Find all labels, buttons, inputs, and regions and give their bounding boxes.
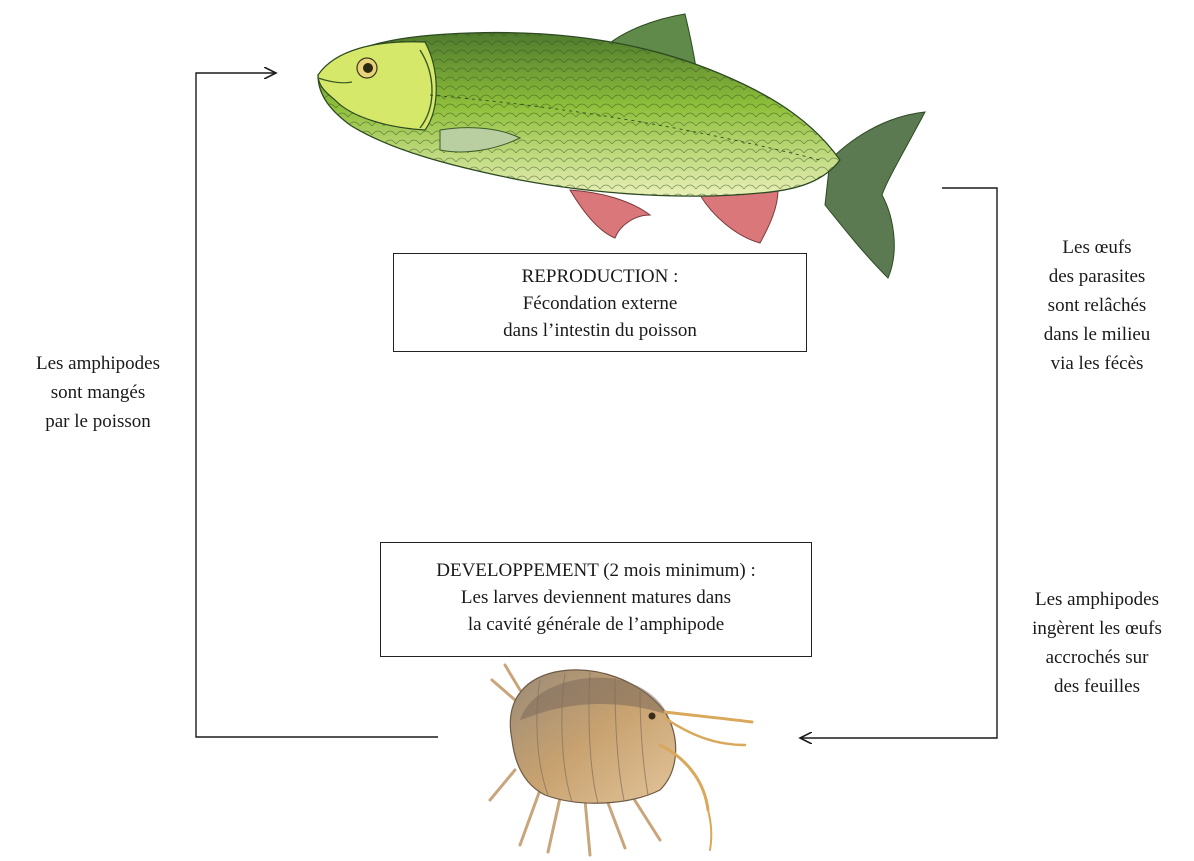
fish-head <box>318 42 436 130</box>
amphipod-antenna <box>665 712 752 722</box>
arrow-fish-to-amphipod <box>800 188 997 738</box>
amphipod-illustration <box>490 665 752 855</box>
label-line: des parasites <box>1000 262 1194 291</box>
label-line: dans le milieu <box>1000 320 1194 349</box>
fish-tail <box>825 112 925 278</box>
fish-pelvic-fin <box>570 190 650 238</box>
development-title: DEVELOPPEMENT (2 mois minimum) : <box>381 557 811 584</box>
fish-illustration <box>318 14 925 278</box>
label-eggs-released: Les œufs des parasites sont relâchés dan… <box>1000 233 1194 378</box>
label-line: sont relâchés <box>1000 291 1194 320</box>
label-amphipods-eaten: Les amphipodes sont mangés par le poisso… <box>0 349 196 436</box>
fish-anal-fin <box>700 190 778 243</box>
label-line: sont mangés <box>0 378 196 407</box>
reproduction-box: REPRODUCTION : Fécondation externe dans … <box>393 253 807 352</box>
reproduction-line-1: Fécondation externe <box>394 290 806 317</box>
reproduction-line-2: dans l’intestin du poisson <box>394 317 806 344</box>
label-line: Les amphipodes <box>0 349 196 378</box>
label-line: des feuilles <box>1000 672 1194 701</box>
reproduction-title: REPRODUCTION : <box>394 263 806 290</box>
label-line: Les amphipodes <box>1000 585 1194 614</box>
label-line: via les fécès <box>1000 349 1194 378</box>
development-line-2: la cavité générale de l’amphipode <box>381 611 811 638</box>
label-line: ingèrent les œufs <box>1000 614 1194 643</box>
development-line-1: Les larves deviennent matures dans <box>381 584 811 611</box>
development-box: DEVELOPPEMENT (2 mois minimum) : Les lar… <box>380 542 812 657</box>
label-line: Les œufs <box>1000 233 1194 262</box>
label-eggs-ingested: Les amphipodes ingèrent les œufs accroch… <box>1000 585 1194 701</box>
label-line: par le poisson <box>0 407 196 436</box>
label-line: accrochés sur <box>1000 643 1194 672</box>
